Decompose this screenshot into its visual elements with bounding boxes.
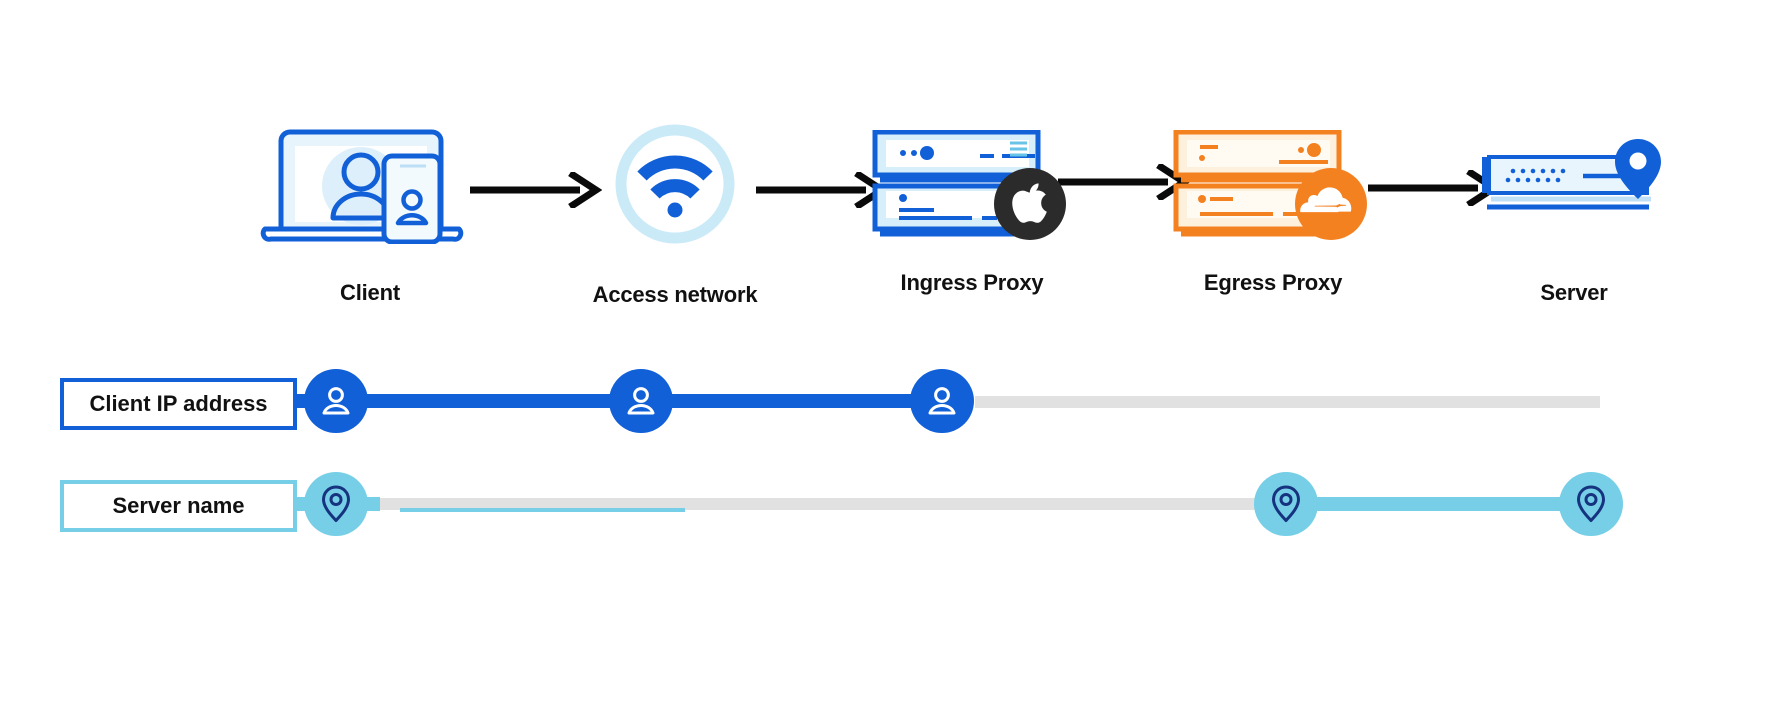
flow-node-access-network[interactable]: Access network	[555, 124, 795, 308]
timeline-segment-active-right	[1255, 497, 1595, 511]
location-pin-icon	[1272, 485, 1300, 522]
server-stack-blue-icon	[872, 130, 1072, 240]
timeline-node-server[interactable]	[1559, 472, 1623, 536]
server-pin-icon	[1479, 139, 1669, 225]
location-pin-icon	[322, 485, 350, 522]
timeline-node-egress-proxy[interactable]	[1254, 472, 1318, 536]
timeline-segment-inactive-mid	[380, 498, 1280, 510]
timeline-label-text: Server name	[112, 493, 245, 518]
flow-label-egress-proxy: Egress Proxy	[1203, 270, 1343, 295]
timeline-label-client-ip-address[interactable]: Client IP address	[60, 378, 297, 430]
server-stack-orange-icon	[1173, 130, 1373, 240]
wifi-circle-icon	[615, 124, 735, 249]
timeline-segment-active-2	[660, 394, 970, 408]
timeline-segment-thin-accent	[400, 508, 685, 512]
arrow-client-to-access	[470, 172, 602, 208]
timeline-node-client[interactable]	[304, 369, 368, 433]
flow-label-client: Client	[340, 280, 400, 305]
person-icon	[627, 387, 655, 415]
flow-node-ingress-proxy[interactable]: Ingress Proxy	[852, 130, 1092, 296]
location-pin-icon	[1577, 485, 1605, 522]
person-icon	[928, 387, 956, 415]
timeline-label-server-name[interactable]: Server name	[60, 480, 297, 532]
timeline-label-text: Client IP address	[89, 391, 268, 416]
flow-node-server[interactable]: Server	[1454, 139, 1694, 306]
timeline-segment-inactive-tail	[975, 396, 1600, 408]
location-pin-badge	[1615, 139, 1661, 199]
flow-label-server: Server	[1540, 280, 1608, 305]
timeline-segment-active-1	[380, 394, 680, 408]
timeline-node-ingress-proxy[interactable]	[910, 369, 974, 433]
timeline-node-access-network[interactable]	[609, 369, 673, 433]
flow-node-egress-proxy[interactable]: Egress Proxy	[1153, 130, 1393, 296]
flow-node-client[interactable]: Client	[250, 128, 490, 306]
apple-logo-badge	[994, 168, 1066, 240]
cloudflare-logo-badge	[1295, 168, 1367, 240]
flow-label-access-network: Access network	[592, 282, 758, 307]
person-icon	[322, 387, 350, 415]
flow-label-ingress-proxy: Ingress Proxy	[900, 270, 1044, 295]
timeline-node-client[interactable]	[304, 472, 368, 536]
laptop-phone-user-icon	[259, 128, 481, 249]
